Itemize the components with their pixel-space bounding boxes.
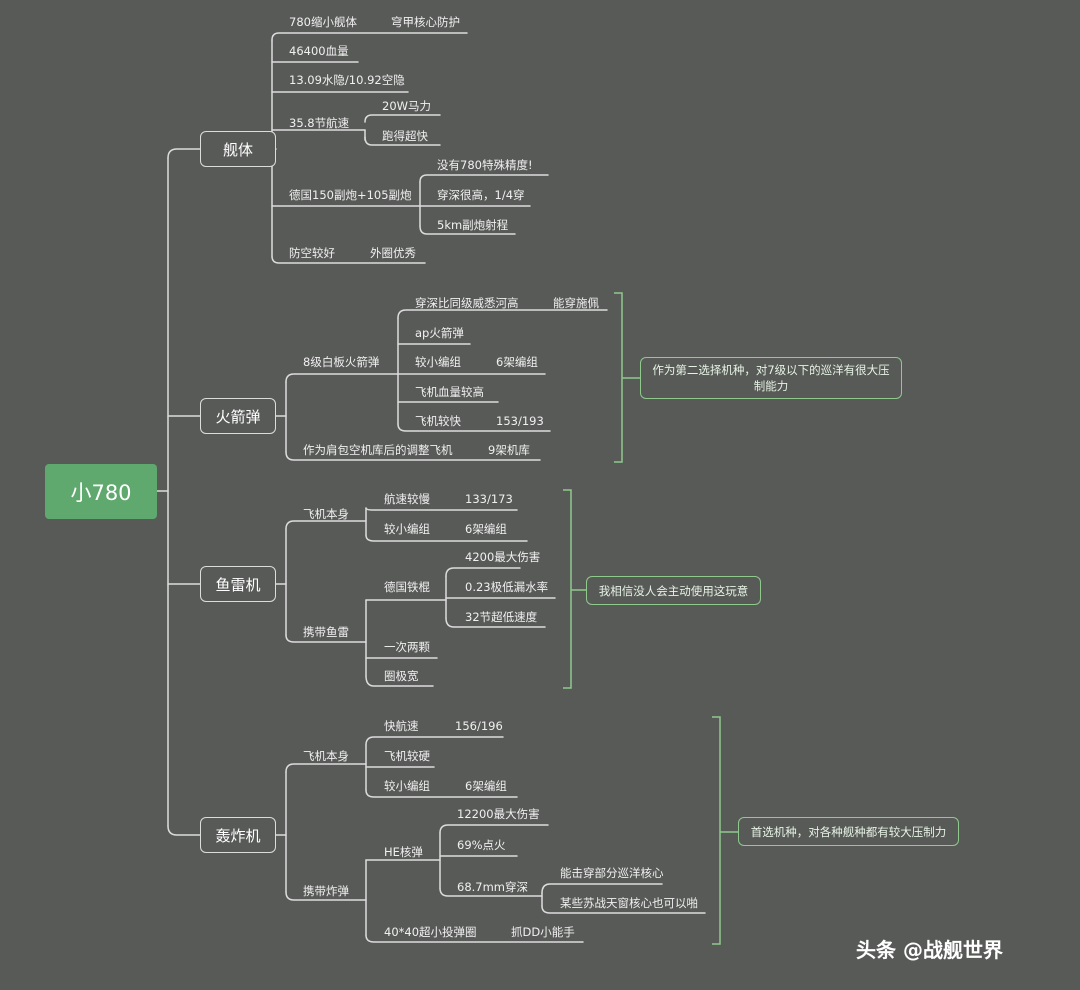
rocket-node: 8级白板火箭弹	[303, 355, 380, 369]
rocket-node: 穿深比同级威悉河高	[415, 296, 519, 310]
bomber-node: 能击穿部分巡洋核心	[560, 866, 664, 880]
torpedo-summary-note: 我相信没人会主动使用这玩意	[586, 576, 761, 605]
bomber-node: 飞机本身	[303, 749, 349, 763]
hull-node: 没有780特殊精度!	[437, 158, 533, 172]
bomber-summary-note: 首选机种，对各种舰种都有较大压制力	[738, 817, 959, 846]
bomber-node: 快航速	[384, 719, 419, 733]
branch-hull: 舰体	[200, 131, 276, 167]
hull-node: 跑得超快	[382, 129, 428, 143]
hull-node: 5km副炮射程	[437, 218, 509, 232]
rocket-summary-note: 作为第二选择机种，对7级以下的巡洋有很大压制能力	[640, 357, 902, 399]
bomber-node: 69%点火	[457, 838, 506, 852]
rocket-node: 153/193	[496, 414, 544, 428]
torpedo-node: 4200最大伤害	[465, 550, 541, 564]
root-node: 小780	[45, 464, 157, 519]
rocket-node: 飞机血量较高	[415, 385, 484, 399]
bomber-node: HE核弹	[384, 845, 423, 859]
branch-rocket: 火箭弹	[200, 398, 276, 434]
torpedo-node: 德国铁棍	[384, 580, 430, 594]
hull-node: 35.8节航速	[289, 116, 350, 130]
watermark: 头条 @战舰世界	[856, 938, 1003, 962]
hull-node: 穹甲核心防护	[391, 15, 460, 29]
torpedo-node: 6架编组	[465, 522, 507, 536]
bomber-node: 抓DD小能手	[511, 925, 575, 939]
branch-torpedo: 鱼雷机	[200, 566, 276, 602]
rocket-node: 作为肩包空机库后的调整飞机	[303, 443, 453, 457]
branch-bomber: 轰炸机	[200, 817, 276, 853]
torpedo-node: 携带鱼雷	[303, 625, 349, 639]
rocket-node: 能穿施佩	[553, 296, 599, 310]
rocket-node: 9架机库	[488, 443, 530, 457]
torpedo-node: 一次两颗	[384, 640, 430, 654]
rocket-node: 6架编组	[496, 355, 538, 369]
bomber-node: 40*40超小投弹圈	[384, 925, 477, 939]
torpedo-node: 较小编组	[384, 522, 430, 536]
bomber-node: 156/196	[455, 719, 503, 733]
hull-node: 780缩小舰体	[289, 15, 357, 29]
torpedo-node: 133/173	[465, 492, 513, 506]
rocket-node: 较小编组	[415, 355, 461, 369]
hull-node: 13.09水隐/10.92空隐	[289, 73, 405, 87]
hull-node: 德国150副炮+105副炮	[289, 188, 412, 202]
torpedo-node: 航速较慢	[384, 492, 430, 506]
bomber-node: 12200最大伤害	[457, 807, 540, 821]
torpedo-node: 32节超低速度	[465, 610, 538, 624]
bomber-node: 携带炸弹	[303, 884, 349, 898]
torpedo-node: 圈极宽	[384, 669, 419, 683]
bomber-node: 6架编组	[465, 779, 507, 793]
hull-node: 防空较好	[289, 246, 335, 260]
bomber-node: 飞机较硬	[384, 749, 430, 763]
rocket-node: 飞机较快	[415, 414, 461, 428]
hull-node: 46400血量	[289, 44, 349, 58]
hull-node: 穿深很高，1/4穿	[437, 188, 525, 202]
bomber-node: 较小编组	[384, 779, 430, 793]
torpedo-node: 0.23极低漏水率	[465, 580, 549, 594]
hull-node: 20W马力	[382, 99, 432, 113]
bomber-node: 某些苏战天窗核心也可以啪	[560, 896, 698, 910]
hull-node: 外圈优秀	[370, 246, 416, 260]
rocket-node: ap火箭弹	[415, 326, 464, 340]
torpedo-node: 飞机本身	[303, 507, 349, 521]
bomber-node: 68.7mm穿深	[457, 880, 529, 894]
